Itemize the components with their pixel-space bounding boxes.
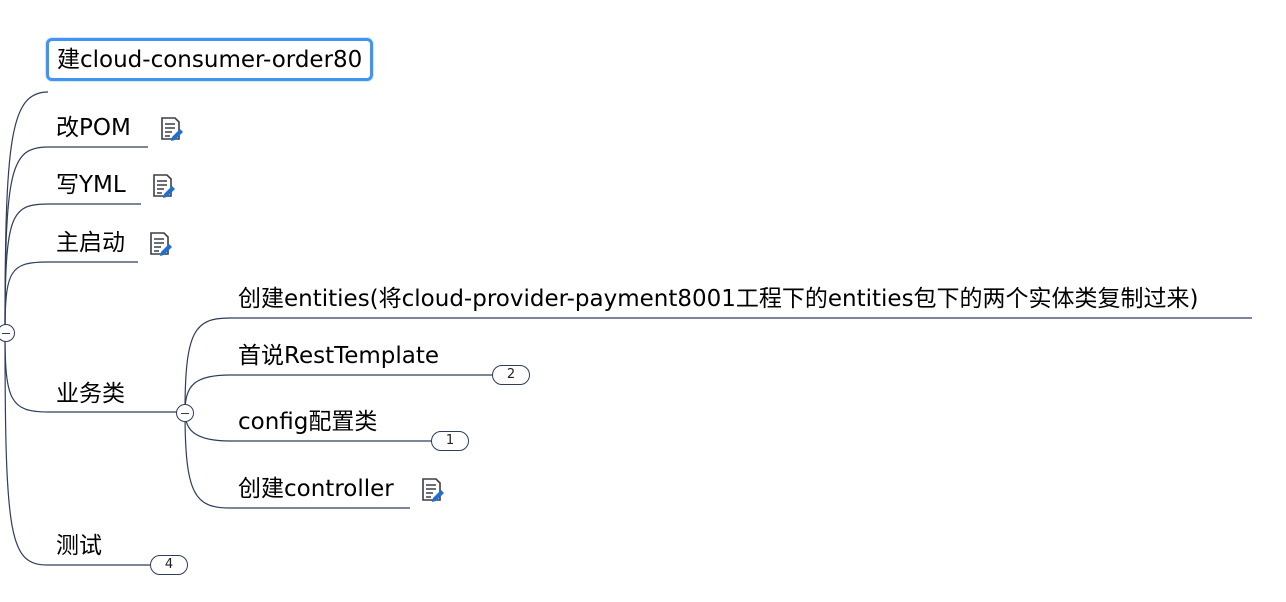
node-resttemplate[interactable]: 首说RestTemplate: [238, 340, 439, 371]
node-controller-label: 创建controller: [238, 475, 394, 502]
node-resttemplate-label: 首说RestTemplate: [238, 342, 440, 369]
collapsed-count-badge[interactable]: 1: [431, 431, 469, 451]
node-test-label: 测试: [56, 532, 102, 559]
notes-icon[interactable]: [158, 115, 186, 143]
node-yml-label: 写YML: [56, 171, 126, 198]
connector-controller: [184, 411, 410, 509]
notes-icon[interactable]: [150, 172, 178, 200]
node-business-label: 业务类: [56, 380, 125, 407]
notes-icon[interactable]: [147, 230, 175, 258]
collapse-toggle-icon[interactable]: [176, 404, 194, 422]
node-pom[interactable]: 改POM: [56, 112, 131, 143]
connector-resttemplate: [184, 374, 493, 413]
collapse-toggle-icon[interactable]: [0, 324, 15, 342]
notes-icon[interactable]: [419, 476, 447, 504]
node-test[interactable]: 测试: [56, 530, 102, 561]
node-create-entities[interactable]: 创建entities(将cloud-provider-payment8001工程…: [238, 283, 1199, 314]
collapsed-count-badge[interactable]: 2: [492, 365, 530, 385]
connector-yml: [4, 203, 141, 334]
node-config-class[interactable]: config配置类: [238, 406, 377, 437]
connector-entities: [184, 317, 1252, 413]
node-build-consumer[interactable]: 建cloud-consumer-order80: [46, 38, 374, 81]
node-business[interactable]: 业务类: [56, 378, 125, 409]
connector-build: [4, 91, 49, 334]
node-pom-label: 改POM: [56, 114, 131, 141]
node-entities-label: 创建entities(将cloud-provider-payment8001工程…: [238, 285, 1199, 312]
node-yml[interactable]: 写YML: [56, 169, 126, 200]
node-main-label: 主启动: [56, 229, 125, 256]
node-create-controller[interactable]: 创建controller: [238, 473, 394, 504]
connector-test: [4, 332, 150, 566]
collapsed-count-badge[interactable]: 4: [150, 555, 188, 575]
node-build-label: 建cloud-consumer-order80: [57, 46, 363, 73]
connector-main: [4, 261, 138, 334]
node-config-label: config配置类: [238, 408, 378, 435]
node-main-start[interactable]: 主启动: [56, 227, 125, 258]
